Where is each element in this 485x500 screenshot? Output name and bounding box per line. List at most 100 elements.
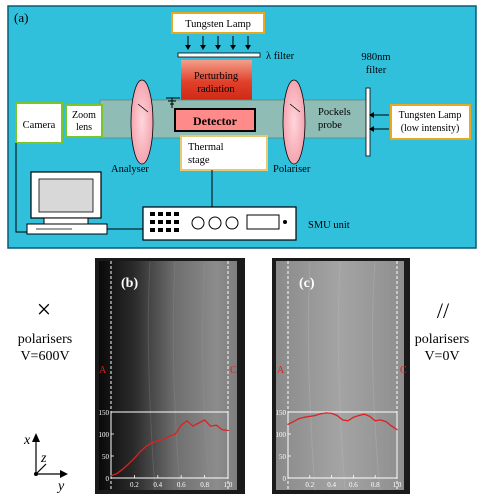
zoom-lens-box [65,104,103,138]
panel-c-xtick-label: 1.0 [393,481,402,489]
panel-b-profile-point [180,424,182,426]
panel-c-profile-point [303,416,305,418]
panel-c-profile-point [336,414,338,417]
panel-c-profile-point [363,413,365,415]
polariser-lens [282,79,306,165]
panel-c-ytick-label: 0 [283,475,287,483]
coordinate-axes-indicator [35,440,62,475]
panel-b-label: (b) [121,276,138,291]
panel-c-ytick-label: 50 [279,453,287,461]
panel-c-profile-point [309,415,311,417]
thermal-stage-label-1: Thermal [188,142,224,153]
panel-b-profile-point [204,419,206,421]
tungsten-lamp-right-box [390,104,471,140]
panel-b-xtick-label: 1.0 [224,481,233,489]
right-lamp-arrow-heads [369,112,374,132]
panel-c-profile-point [298,418,300,420]
tungsten-lamp-right-label-1: Tungsten Lamp [399,110,462,121]
polariser-label: Polariser [273,164,311,175]
filter-980nm-label-2: filter [366,65,387,76]
panel-a: (a) Tungsten Lamp λ filter Perturbing ra… [7,5,477,249]
panel-b-ytick-label: 50 [102,453,110,461]
panel-b-profile-point [116,473,118,475]
panel-b-xtick-label: 0.6 [177,481,186,489]
panel-b-ytick-label: 0 [106,475,110,483]
panel-c-marker-right: C [400,365,407,376]
panel-c-profile-point [396,429,398,431]
polariser-axis-mark [289,103,301,113]
crossed-polarisers-symbol: × [37,295,52,324]
panel-c-ytick-label: 150 [276,409,287,417]
perturbing-radiation-beam [181,60,252,104]
panel-b-profile-point [151,442,153,444]
panel-b-xtick-label: 0.8 [200,481,209,489]
panel-c-profile-point [385,421,387,423]
panel-b-profile-point [127,463,130,465]
panel-c-profile-point [341,419,344,421]
pockels-probe-label-2: probe [318,120,342,131]
panel-b-ytick-label: 100 [99,431,110,439]
panel-b-profile-point [227,429,229,432]
panel-c-xtick-label: 0.2 [305,481,314,489]
axis-z-label: z [40,451,47,466]
analyser-axis-mark [137,103,149,113]
wires [15,143,213,233]
thermal-stage-label-2: stage [188,155,210,166]
parallel-polarisers-text-1: polarisers [415,332,469,347]
panel-b-profile-point [198,422,200,424]
lambda-filter [177,52,261,58]
panel-b-profile-point [186,420,188,422]
tungsten-lamp-top-label: Tungsten Lamp [185,19,251,30]
panel-c-marker-left: A [277,365,285,376]
parallel-polarisers-symbol: // [437,298,450,323]
ground-symbol [166,97,180,108]
panel-c-profile-point [374,420,376,422]
filter-980nm-label-1: 980nm [361,52,390,63]
panel-b-profile-point [163,438,165,440]
panel-b-profile-point [168,435,171,437]
computer-icon [26,171,108,235]
panel-c-profile-point [287,423,289,425]
zoom-lens-label-2: lens [76,122,92,133]
panel-c-ytick-label: 100 [276,431,287,439]
panel-c-xtick-label: 0.4 [327,481,336,489]
panel-c-xtick-label: 0.6 [349,481,358,489]
thermal-stage-box [180,135,268,171]
panel-c-profile-point [325,412,327,414]
tungsten-lamp-top-box [171,12,265,34]
lambda-filter-label: λ filter [266,51,295,62]
panel-b-profile-point [139,451,141,453]
axis-y-label: y [56,479,65,494]
panel-c-profile-point [292,421,295,423]
axis-x-label: x [23,433,31,448]
panel-b-texture [147,261,211,491]
panel-c-profile-point [347,420,349,422]
panel-c-profile-point [380,419,382,421]
panel-b-ytick-label: 150 [99,409,110,417]
panel-c-profile-point [320,413,322,415]
panel-c-profile-chart: 0 50 100 150 0.2 0.4 0.6 0.8 1.0 [276,409,402,489]
tungsten-lamp-right-label-2: (low intensity) [401,123,460,134]
panel-c-xtick-label: 0.8 [371,481,380,489]
panel-c-profile-point [358,414,360,417]
pockels-probe-label-1: Pockels [318,107,351,118]
camera-label: Camera [23,120,56,131]
panel-b-profile-point [157,440,159,442]
panel-b-profile-point [174,433,176,435]
panel-c-profile-point [369,415,371,417]
panel-c-profile-point [314,414,316,417]
panel-b-profile-point [145,445,147,447]
filter-980nm [365,87,371,157]
panel-b-plot-frame [110,411,229,479]
parallel-polarisers-voltage: V=0V [424,349,459,364]
axes-origin [34,472,38,476]
panel-c-profile-point [352,416,354,418]
panel-c-plot-frame [287,411,398,479]
camera-box [15,102,63,144]
panel-b-xtick-label: 0.4 [153,481,162,489]
panel-c-profile-point [331,412,333,414]
panel-b-profile-point [192,425,194,427]
